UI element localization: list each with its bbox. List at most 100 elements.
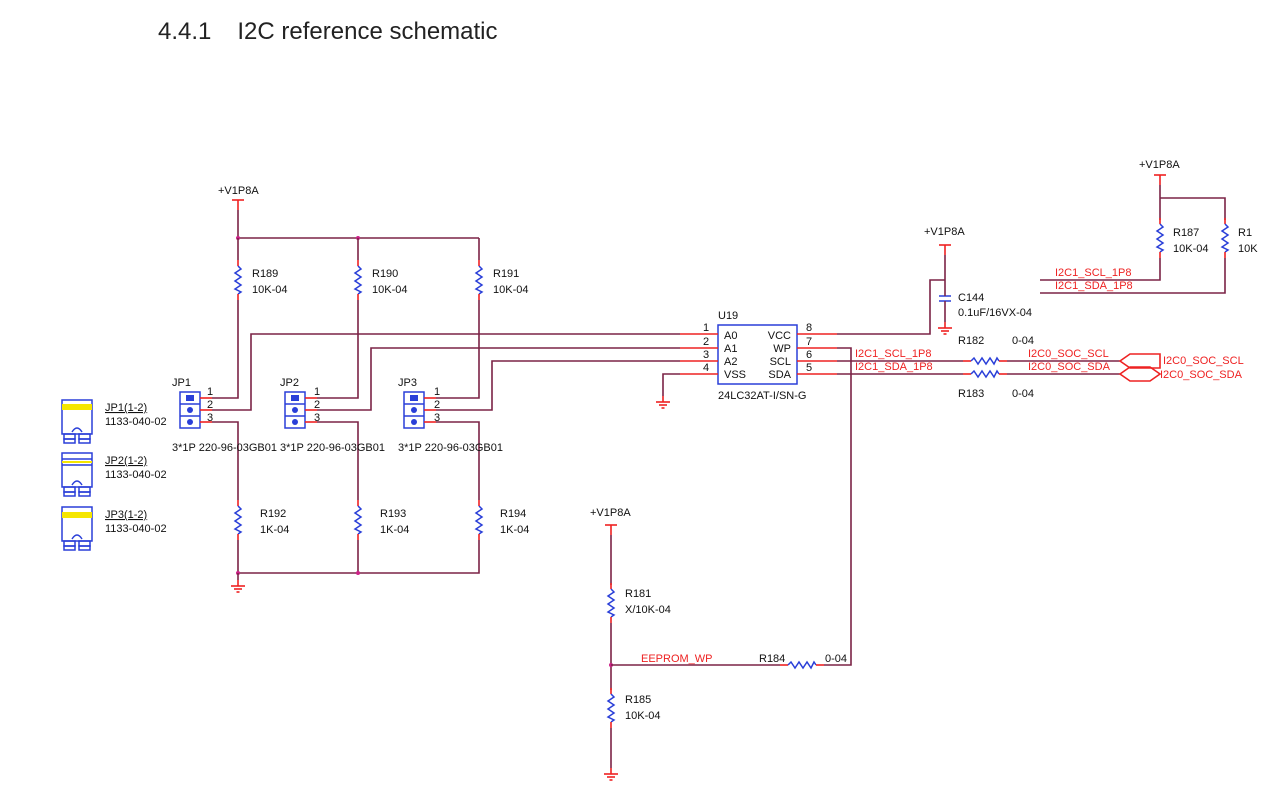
svg-text:+V1P8A: +V1P8A (590, 507, 631, 519)
svg-text:VSS: VSS (724, 369, 746, 381)
svg-text:3: 3 (207, 412, 213, 424)
svg-text:3*1P 220-96-03GB01: 3*1P 220-96-03GB01 (172, 442, 277, 454)
shunt-jp2: JP2(1-2)1133-040-02 (61, 452, 167, 497)
section-title: I2C reference schematic (237, 18, 498, 45)
jumper-jp3: JP3 123 3*1P 220-96-03GB01 (398, 377, 503, 454)
svg-text:0.1uF/16VX-04: 0.1uF/16VX-04 (958, 307, 1032, 319)
shunt-jp3: JP3(1-2) 1133-040-02 (61, 506, 167, 551)
i2c1-pullups: +V1P8A R187 10K-04 R1 10K I2C1_SCL_1P8I2C1… (1040, 159, 1258, 294)
svg-text:3: 3 (434, 412, 440, 424)
svg-text:10K-04: 10K-04 (1173, 243, 1208, 255)
svg-text:A2: A2 (724, 356, 737, 368)
svg-text:JP2: JP2 (280, 377, 299, 389)
svg-text:1: 1 (703, 322, 709, 334)
shunt-jp1: JP1(1-2) 1133-040-02 (61, 399, 167, 444)
svg-text:1: 1 (207, 386, 213, 398)
svg-text:JP2(1-2): JP2(1-2) (105, 455, 147, 467)
svg-text:I2C1_SDA_1P8: I2C1_SDA_1P8 (855, 361, 933, 373)
svg-text:1133-040-02: 1133-040-02 (105, 523, 167, 535)
svg-text:SDA: SDA (768, 369, 791, 381)
svg-text:2: 2 (703, 336, 709, 348)
offpage-soc-sda: I2C0_SOC_SDA (1160, 369, 1243, 381)
power-left: +V1P8A (218, 185, 480, 260)
resistor-r189: R189 10K-04 (234, 259, 287, 301)
svg-text:8: 8 (806, 322, 812, 334)
svg-text:SCL: SCL (770, 356, 791, 368)
resistor-r190: R190 10K-04 (354, 259, 407, 301)
svg-text:24LC32AT-I/SN-G: 24LC32AT-I/SN-G (718, 390, 806, 402)
svg-text:R192: R192 (260, 508, 286, 520)
svg-text:JP3: JP3 (398, 377, 417, 389)
svg-text:5: 5 (806, 362, 812, 374)
resistor-r191: R191 10K-04 (475, 259, 528, 301)
jumper-jp1: JP1 123 3*1P 220-96-03GB01 (172, 377, 277, 454)
svg-text:3*1P 220-96-03GB01: 3*1P 220-96-03GB01 (280, 442, 385, 454)
svg-text:+V1P8A: +V1P8A (924, 226, 965, 238)
svg-text:2: 2 (314, 399, 320, 411)
svg-text:I2C0_SOC_SDA: I2C0_SOC_SDA (1028, 361, 1111, 373)
section-heading: 4.4.1 I2C reference schematic (158, 18, 498, 46)
svg-text:1K-04: 1K-04 (500, 524, 529, 536)
svg-text:10K-04: 10K-04 (625, 710, 660, 722)
svg-text:+V1P8A: +V1P8A (218, 185, 259, 197)
svg-text:JP3(1-2): JP3(1-2) (105, 509, 147, 521)
svg-text:7: 7 (806, 336, 812, 348)
svg-text:3: 3 (314, 412, 320, 424)
svg-text:1K-04: 1K-04 (260, 524, 289, 536)
svg-text:2: 2 (434, 399, 440, 411)
svg-text:0-04: 0-04 (1012, 388, 1034, 400)
resistor-r192: R192 1K-04 (234, 499, 289, 541)
svg-text:+V1P8A: +V1P8A (1139, 159, 1180, 171)
svg-text:R184: R184 (759, 653, 785, 665)
svg-text:4: 4 (703, 362, 709, 374)
svg-text:JP1(1-2): JP1(1-2) (105, 402, 147, 414)
svg-text:R181: R181 (625, 588, 651, 600)
svg-text:A0: A0 (724, 330, 737, 342)
capacitor-c144: +V1P8A C144 0.1uF/16VX-04 (837, 226, 1032, 335)
svg-text:U19: U19 (718, 310, 738, 322)
svg-text:R194: R194 (500, 508, 526, 520)
section-number: 4.4.1 (158, 18, 212, 45)
svg-text:R1: R1 (1238, 227, 1252, 239)
svg-text:VCC: VCC (768, 330, 791, 342)
resistor-r194: R194 1K-04 (475, 499, 529, 541)
svg-text:R191: R191 (493, 268, 519, 280)
jumper-wiring (212, 300, 680, 593)
svg-text:I2C1_SDA_1P8: I2C1_SDA_1P8 (1055, 280, 1133, 292)
jumper-jp2: JP2 123 3*1P 220-96-03GB01 (280, 377, 385, 454)
svg-text:C144: C144 (958, 292, 984, 304)
svg-text:10K-04: 10K-04 (252, 284, 287, 296)
offpage-soc-scl: I2C0_SOC_SCL (1163, 355, 1244, 367)
svg-text:I2C0_SOC_SCL: I2C0_SOC_SCL (1028, 348, 1109, 360)
svg-text:I2C1_SCL_1P8: I2C1_SCL_1P8 (1055, 267, 1131, 279)
svg-text:10K-04: 10K-04 (372, 284, 407, 296)
svg-text:R182: R182 (958, 335, 984, 347)
svg-text:10K: 10K (1238, 243, 1258, 255)
svg-text:WP: WP (773, 343, 791, 355)
svg-text:R183: R183 (958, 388, 984, 400)
svg-text:R190: R190 (372, 268, 398, 280)
svg-text:3: 3 (703, 349, 709, 361)
svg-text:R187: R187 (1173, 227, 1199, 239)
svg-text:R185: R185 (625, 694, 651, 706)
svg-text:1133-040-02: 1133-040-02 (105, 416, 167, 428)
svg-text:JP1: JP1 (172, 377, 191, 389)
svg-text:3*1P 220-96-03GB01: 3*1P 220-96-03GB01 (398, 442, 503, 454)
resistor-r193: R193 1K-04 (354, 499, 409, 541)
svg-text:I2C1_SCL_1P8: I2C1_SCL_1P8 (855, 348, 931, 360)
svg-text:2: 2 (207, 399, 213, 411)
svg-text:R189: R189 (252, 268, 278, 280)
svg-text:6: 6 (806, 349, 812, 361)
svg-text:X/10K-04: X/10K-04 (625, 604, 671, 616)
svg-text:0-04: 0-04 (825, 653, 847, 665)
svg-text:1: 1 (434, 386, 440, 398)
svg-text:10K-04: 10K-04 (493, 284, 528, 296)
svg-text:R193: R193 (380, 508, 406, 520)
svg-text:0-04: 0-04 (1012, 335, 1034, 347)
svg-text:1K-04: 1K-04 (380, 524, 409, 536)
svg-text:EEPROM_WP: EEPROM_WP (641, 653, 713, 665)
